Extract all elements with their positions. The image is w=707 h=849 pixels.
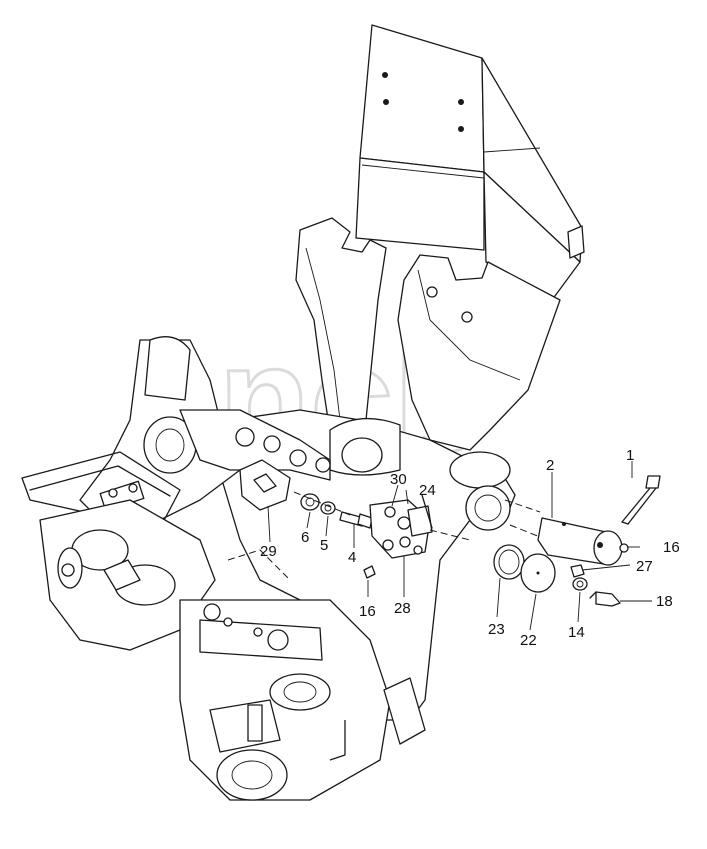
- leader-lines: [267, 461, 652, 631]
- part-labels: 1 2 4 5 6 14 16 16 18 22 23 24 27 28 29 …: [260, 447, 680, 649]
- lower-housing: [179, 549, 426, 801]
- part-label-16-right: 16: [663, 539, 680, 556]
- part-label-5: 5: [320, 537, 328, 554]
- part-label-30: 30: [390, 471, 407, 488]
- guard-loop: [21, 451, 181, 529]
- right-jaw: [397, 254, 561, 451]
- blade-plate: [355, 24, 585, 301]
- part-label-22: 22: [520, 632, 537, 649]
- part-29-plate: [239, 459, 291, 511]
- part-label-6: 6: [301, 529, 309, 546]
- rotator-base: [39, 499, 216, 651]
- part-label-29: 29: [260, 543, 277, 560]
- parts-23-22: [493, 544, 556, 593]
- main-body: [221, 409, 516, 721]
- part-label-23: 23: [488, 621, 505, 638]
- part-label-16-lower: 16: [359, 603, 376, 620]
- part-2-pin: [537, 517, 623, 566]
- part-label-4: 4: [348, 549, 356, 566]
- part-label-18: 18: [656, 593, 673, 610]
- part-label-28: 28: [394, 600, 411, 617]
- part-28-plate: [369, 494, 433, 559]
- small-hardware: [363, 543, 629, 607]
- part-label-24: 24: [419, 482, 436, 499]
- part-label-27: 27: [636, 558, 653, 575]
- part-label-2: 2: [546, 457, 554, 474]
- part-1-bolt: [621, 475, 661, 525]
- left-jaw: [295, 217, 387, 441]
- part-label-1: 1: [626, 447, 634, 464]
- left-linkage: [79, 336, 331, 531]
- part-label-14: 14: [568, 624, 585, 641]
- parts-6-5-4: [300, 493, 373, 529]
